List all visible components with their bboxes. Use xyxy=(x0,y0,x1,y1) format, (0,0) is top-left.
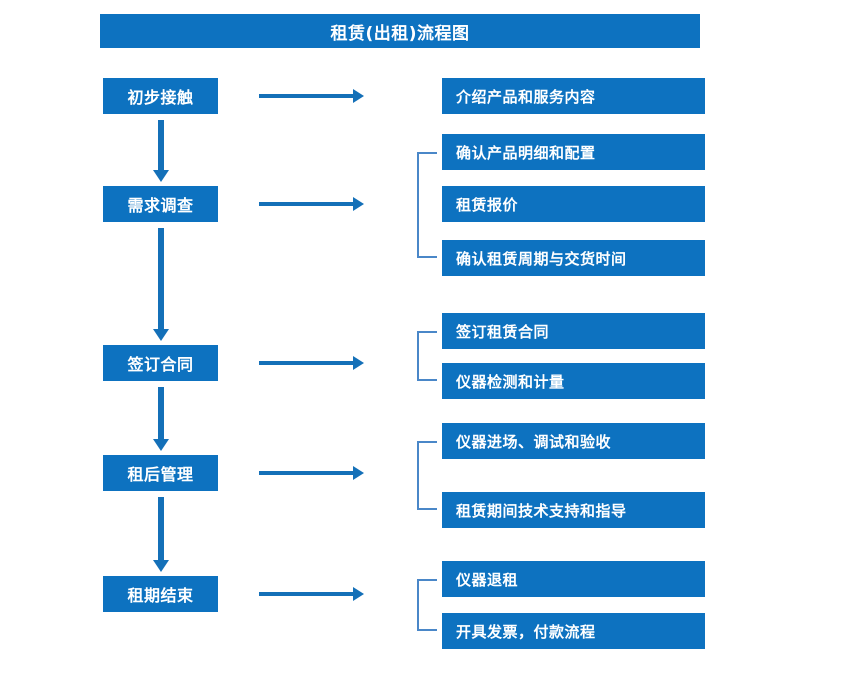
arrow-head xyxy=(153,439,169,451)
right-arrow-icon xyxy=(259,466,364,480)
group-bracket xyxy=(417,152,437,258)
right-arrow-icon xyxy=(259,89,364,103)
group-bracket xyxy=(417,441,437,510)
arrow-head xyxy=(153,329,169,341)
group-bracket xyxy=(417,579,437,631)
stage-box[interactable]: 需求调查 xyxy=(103,186,218,222)
arrow-shaft xyxy=(259,361,354,365)
right-arrow-icon xyxy=(259,197,364,211)
arrow-shaft xyxy=(158,228,164,330)
arrow-shaft xyxy=(158,120,164,171)
detail-box[interactable]: 签订租赁合同 xyxy=(442,313,705,349)
detail-box[interactable]: 租赁报价 xyxy=(442,186,705,222)
stage-box[interactable]: 租期结束 xyxy=(103,576,218,612)
right-arrow-icon xyxy=(259,356,364,370)
arrow-shaft xyxy=(259,202,354,206)
detail-box[interactable]: 开具发票，付款流程 xyxy=(442,613,705,649)
arrow-head xyxy=(353,466,364,480)
down-arrow-icon xyxy=(153,497,169,572)
arrow-shaft xyxy=(259,592,354,596)
arrow-head xyxy=(353,89,364,103)
page-title: 租赁(出租)流程图 xyxy=(100,14,700,48)
arrow-head xyxy=(153,560,169,572)
arrow-head xyxy=(353,356,364,370)
arrow-shaft xyxy=(259,94,354,98)
arrow-shaft xyxy=(158,387,164,440)
down-arrow-icon xyxy=(153,387,169,451)
detail-box[interactable]: 仪器检测和计量 xyxy=(442,363,705,399)
detail-box[interactable]: 确认租赁周期与交货时间 xyxy=(442,240,705,276)
detail-box[interactable]: 介绍产品和服务内容 xyxy=(442,78,705,114)
arrow-head xyxy=(353,197,364,211)
detail-box[interactable]: 确认产品明细和配置 xyxy=(442,134,705,170)
arrow-head xyxy=(353,587,364,601)
down-arrow-icon xyxy=(153,228,169,341)
stage-box[interactable]: 租后管理 xyxy=(103,455,218,491)
arrow-shaft xyxy=(259,471,354,475)
arrow-head xyxy=(153,170,169,182)
right-arrow-icon xyxy=(259,587,364,601)
stage-box[interactable]: 签订合同 xyxy=(103,345,218,381)
down-arrow-icon xyxy=(153,120,169,182)
arrow-shaft xyxy=(158,497,164,561)
stage-box[interactable]: 初步接触 xyxy=(103,78,218,114)
detail-box[interactable]: 租赁期间技术支持和指导 xyxy=(442,492,705,528)
detail-box[interactable]: 仪器退租 xyxy=(442,561,705,597)
group-bracket xyxy=(417,331,437,381)
detail-box[interactable]: 仪器进场、调试和验收 xyxy=(442,423,705,459)
